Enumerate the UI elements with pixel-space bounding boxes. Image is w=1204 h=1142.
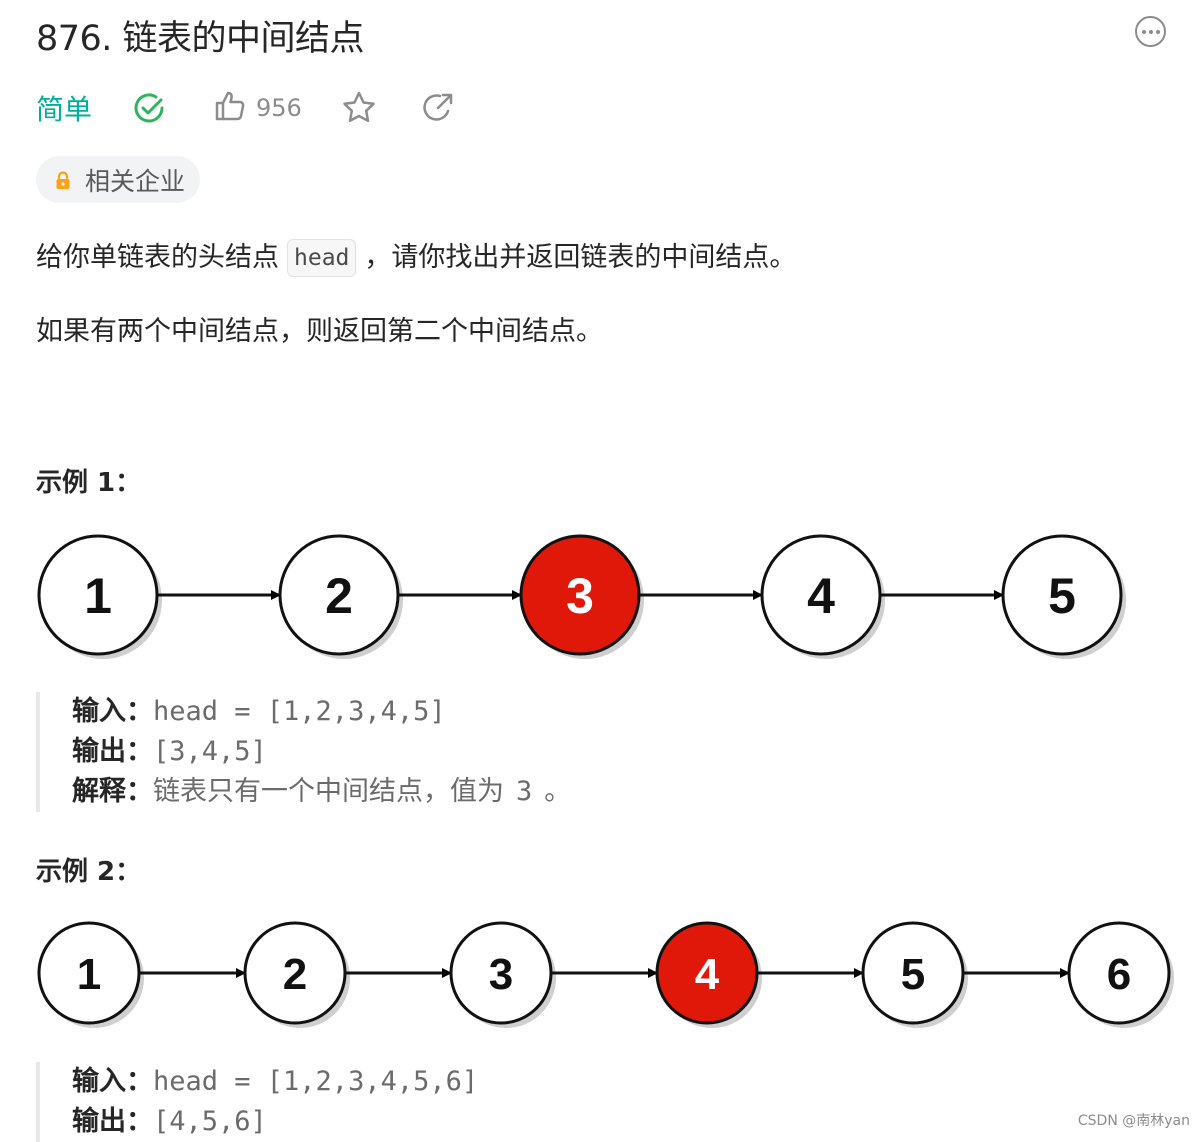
input-value: head = [1,2,3,4,5,6]: [153, 1066, 479, 1097]
example-1-node-5: [1001, 534, 1123, 656]
more-icon-dot: [1141, 29, 1146, 34]
example-1-node-label: 5: [1048, 568, 1076, 624]
related-companies-label: 相关企业: [85, 166, 186, 196]
example-2-node-label: 4: [695, 950, 720, 999]
example-1-io: 输入：head = [1,2,3,4,5] 输出：[3,4,5] 解释：链表只有…: [36, 692, 571, 812]
difficulty-badge[interactable]: 简单: [36, 93, 93, 126]
example-1-node-label: 1: [84, 568, 112, 624]
example-1-node-label: 4: [807, 568, 835, 624]
example-1-node-label: 3: [566, 568, 594, 624]
output-value: [4,5,6]: [153, 1106, 267, 1137]
output-label: 输出：: [72, 1106, 153, 1137]
description-paragraph-2: 如果有两个中间结点，则返回第二个中间结点。: [36, 316, 603, 347]
example-2-node-label: 6: [1107, 950, 1131, 999]
output-label: 输出：: [72, 736, 153, 767]
example-2-node-label: 1: [77, 950, 101, 999]
example-2-heading: 示例 2：: [36, 857, 142, 887]
more-options-button[interactable]: [1135, 16, 1166, 47]
star-icon[interactable]: [342, 91, 376, 123]
like-count: 956: [256, 94, 302, 122]
example-1-input: 输入：head = [1,2,3,4,5]: [72, 692, 571, 732]
example-2-io: 输入：head = [1,2,3,4,5,6] 输出：[4,5,6]: [36, 1062, 478, 1142]
example-2-node-label: 5: [901, 950, 925, 999]
description-text: 给你单链表的头结点: [36, 242, 279, 273]
description-text: ，请你找出并返回链表的中间结点。: [364, 242, 797, 273]
description-paragraph-1: 给你单链表的头结点 head，请你找出并返回链表的中间结点。: [36, 238, 796, 278]
input-value: head = [1,2,3,4,5]: [153, 696, 446, 727]
example-2-diagram: 1 2 3 4 5 6: [37, 921, 1174, 1028]
example-1-explanation: 解释：链表只有一个中间结点，值为 3 。: [72, 772, 571, 812]
input-label: 输入：: [72, 696, 153, 727]
example-1-node-label: 2: [325, 568, 353, 624]
problem-title: 876. 链表的中间结点: [36, 19, 365, 59]
example-2-output: 输出：[4,5,6]: [72, 1102, 478, 1142]
explanation-label: 解释：: [72, 776, 153, 807]
input-label: 输入：: [72, 1066, 153, 1097]
explanation-text: 链表只有一个中间结点，值为: [153, 776, 504, 807]
explanation-end: 。: [544, 776, 572, 807]
example-1-heading: 示例 1：: [36, 468, 142, 498]
thumbs-up-icon[interactable]: [214, 90, 246, 122]
more-icon-dot: [1155, 29, 1160, 34]
inline-code-head: head: [287, 239, 357, 277]
lock-icon: [56, 170, 70, 189]
related-companies-button[interactable]: 相关企业: [36, 156, 200, 203]
watermark: CSDN @南林yan: [1077, 1113, 1190, 1129]
example-1-output: 输出：[3,4,5]: [72, 732, 571, 772]
check-circle-icon[interactable]: [132, 91, 166, 125]
example-2-node-6: [1067, 921, 1171, 1025]
example-2-node-label: 3: [489, 950, 513, 999]
example-2-input: 输入：head = [1,2,3,4,5,6]: [72, 1062, 478, 1102]
example-1-diagram: 1 2 3 4 5: [37, 534, 1126, 659]
output-value: [3,4,5]: [153, 736, 267, 767]
example-2-node-label: 2: [283, 950, 307, 999]
more-icon-dot: [1148, 29, 1153, 34]
share-icon[interactable]: [422, 91, 455, 124]
explanation-value: 3: [516, 776, 533, 807]
